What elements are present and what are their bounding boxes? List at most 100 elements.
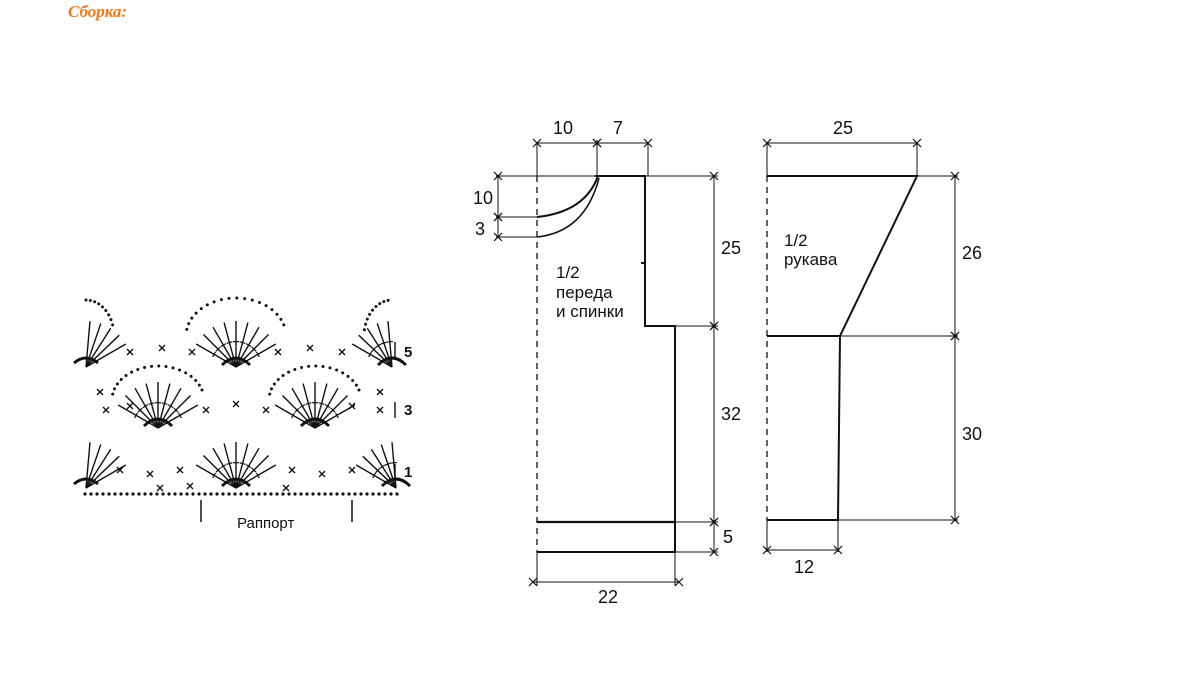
treble-stitch (235, 464, 277, 489)
treble-bar (251, 467, 257, 473)
chain-stitch (191, 492, 195, 496)
chain-stitch (354, 383, 358, 387)
chain-stitch (299, 492, 303, 496)
single-crochet (348, 466, 356, 474)
treble-stitch (85, 334, 120, 368)
single-crochet (156, 484, 164, 492)
treble-bar (330, 407, 336, 413)
chain-stitch (321, 365, 325, 369)
chain-stitch (272, 382, 276, 386)
fan-base (220, 477, 252, 488)
dim-armhole-height: 25 (721, 238, 741, 258)
chain-stitch (199, 307, 203, 311)
treble-stitch (362, 455, 397, 489)
chain-stitch (115, 382, 119, 386)
chain-stitch (270, 387, 274, 391)
chain-stitch (215, 492, 219, 496)
single-crochet (274, 348, 282, 356)
treble-stitch (202, 333, 237, 368)
treble-stitch (274, 404, 316, 429)
chain-stitch (378, 302, 382, 306)
treble-bar (255, 351, 260, 358)
treble-bar (134, 412, 139, 419)
chain-stitch (119, 492, 123, 496)
treble-bar (220, 343, 227, 348)
chain-stitch (184, 371, 188, 375)
treble-bar (305, 402, 312, 405)
chain-stitch (111, 392, 115, 396)
chain-stitch (233, 492, 237, 496)
page-title: Сборка: (68, 2, 128, 21)
treble-bar (245, 343, 252, 348)
single-crochet (348, 402, 356, 410)
treble-stitch (314, 387, 339, 429)
treble-bar (251, 346, 257, 352)
treble-bar (380, 341, 387, 345)
fan-base (299, 417, 331, 428)
treble-stitch (85, 343, 127, 368)
chain-stitch (171, 366, 175, 370)
treble-stitch (314, 394, 349, 429)
treble-bar (384, 462, 391, 466)
treble-stitch (124, 394, 159, 429)
chain-stitch (328, 366, 332, 370)
treble-stitch (370, 448, 397, 489)
sleeve-label-name: рукава (784, 250, 838, 269)
dim-cuff-width: 12 (794, 557, 814, 577)
single-crochet (188, 348, 196, 356)
chain-stitch (335, 492, 339, 496)
chain-stitch (97, 302, 101, 306)
chain-stitch (268, 392, 272, 396)
chain-stitch (83, 492, 87, 496)
treble-stitch (157, 394, 192, 429)
chain-stitch (101, 492, 105, 496)
chain-stitch (365, 492, 369, 496)
treble-stitch (85, 455, 120, 489)
body-label-front: переда (556, 283, 613, 302)
single-crochet (102, 406, 110, 414)
chain-stitch (119, 378, 123, 382)
back-neck-curve (536, 177, 600, 238)
dim-back-neck-depth: 3 (475, 219, 485, 239)
treble-bar (245, 464, 252, 469)
body-label-back: и спинки (556, 302, 624, 321)
chain-stitch (205, 303, 209, 307)
chain-stitch (200, 388, 204, 392)
dim-shoulder-width: 7 (613, 118, 623, 138)
treble-stitch (235, 326, 260, 368)
chain-stitch (88, 298, 92, 302)
treble-bar (142, 404, 149, 409)
treble-stitch (195, 343, 237, 368)
treble-stitch (366, 327, 393, 368)
chain-stitch (264, 304, 268, 308)
treble-stitch (212, 447, 237, 489)
chain-stitch (113, 387, 117, 391)
fan-base (73, 356, 99, 365)
chain-stitch (287, 370, 291, 374)
chain-stitch (239, 492, 243, 496)
treble-stitch (281, 394, 316, 429)
chain-stitch (293, 492, 297, 496)
chain-stitch (107, 492, 111, 496)
stitch-symbols (73, 296, 412, 496)
fan-base (220, 356, 252, 367)
treble-stitch (351, 343, 393, 368)
treble-stitch (134, 387, 159, 429)
treble-bar (212, 351, 217, 358)
chain-stitch (389, 492, 393, 496)
treble-bar (226, 462, 233, 465)
treble-stitch (235, 447, 260, 489)
chain-stitch (136, 367, 140, 371)
chain-stitch (335, 368, 339, 372)
treble-stitch (235, 333, 270, 368)
chain-stitch (89, 492, 93, 496)
body-labels: 10 7 10 3 25 32 5 22 1/2 переда и спинки (473, 118, 741, 607)
dim-neck-depth: 10 (473, 188, 493, 208)
single-crochet (288, 466, 296, 474)
treble-bar (324, 404, 331, 409)
chain-stitch (250, 298, 254, 302)
chain-stitch (130, 370, 134, 374)
single-crochet (126, 402, 134, 410)
treble-bar (177, 412, 182, 419)
